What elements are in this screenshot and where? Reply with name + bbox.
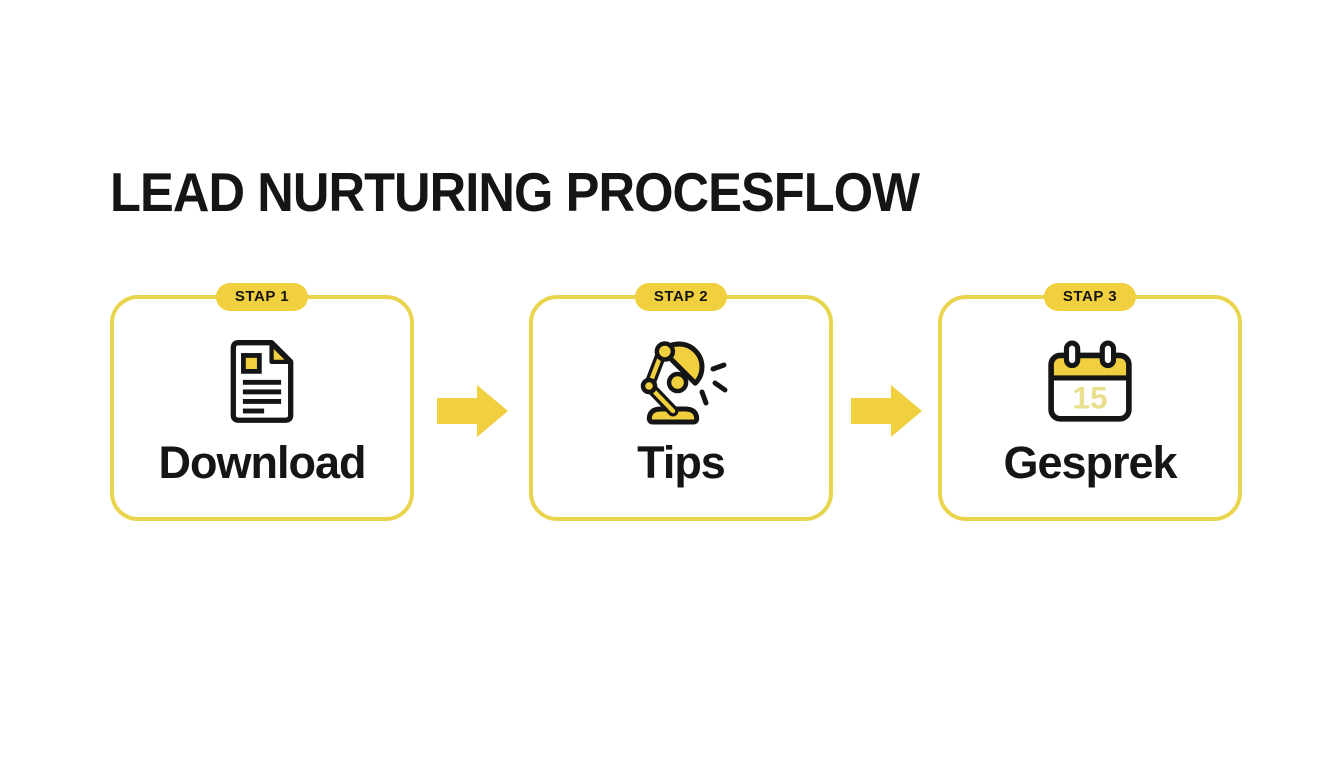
document-icon [228,333,296,431]
step-label: Download [158,437,367,488]
calendar-day-number: 15 [1072,380,1107,416]
arrow-right-icon [437,384,509,438]
step-card-gesprek: STAP 3 15 Gesprek [938,283,1242,521]
step-badge: STAP 2 [634,283,728,311]
step-badge: STAP 3 [1043,283,1137,311]
calendar-icon: 15 [1046,333,1134,431]
desk-lamp-icon [631,333,731,431]
step-card-tips: STAP 2 [529,283,833,521]
step-label: Gesprek [1003,437,1177,488]
step-label: Tips [637,437,726,488]
arrow-right-icon [851,384,923,438]
page-title: LEAD NURTURING PROCESFLOW [110,161,920,223]
step-badge: STAP 1 [215,283,309,311]
step-card-download: STAP 1 Download [110,283,414,521]
